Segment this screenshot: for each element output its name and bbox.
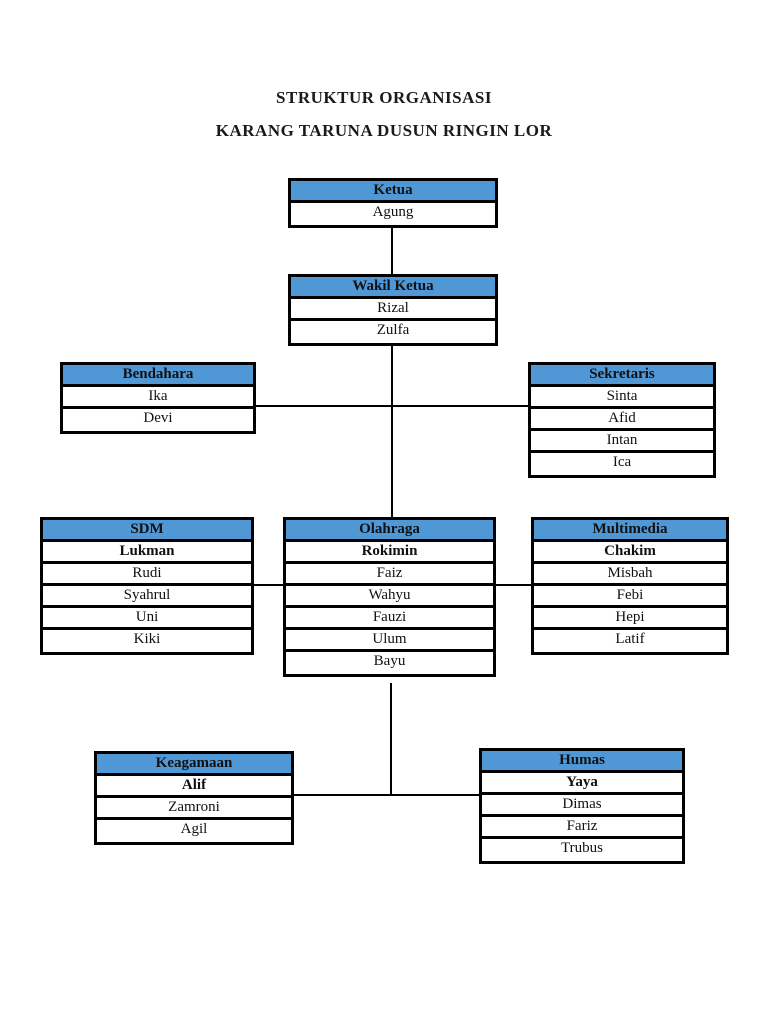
lead-member-row: Alif: [97, 776, 291, 798]
box-header-sdm: SDM: [43, 520, 251, 542]
member-row: Rizal: [291, 299, 495, 321]
member-row: Ulum: [286, 630, 493, 652]
member-row: Intan: [531, 431, 713, 453]
box-header-humas: Humas: [482, 751, 682, 773]
connector-bendahara-to-sekretaris: [256, 405, 528, 407]
box-header-wakil-ketua: Wakil Ketua: [291, 277, 495, 299]
member-row: Fauzi: [286, 608, 493, 630]
connector-keagamaan-to-humas: [294, 794, 479, 796]
org-box-sekretaris: Sekretaris Sinta Afid Intan Ica: [528, 362, 716, 478]
member-row: Agil: [97, 820, 291, 842]
lead-member-row: Rokimin: [286, 542, 493, 564]
box-header-keagamaan: Keagamaan: [97, 754, 291, 776]
member-row: Kiki: [43, 630, 251, 652]
org-box-multimedia: Multimedia Chakim Misbah Febi Hepi Latif: [531, 517, 729, 655]
member-row: Ica: [531, 453, 713, 475]
connector-wakil-to-olahraga: [391, 340, 393, 519]
member-row: Febi: [534, 586, 726, 608]
member-row: Trubus: [482, 839, 682, 861]
member-row: Misbah: [534, 564, 726, 586]
member-row: Syahrul: [43, 586, 251, 608]
member-row: Latif: [534, 630, 726, 652]
lead-member-row: Chakim: [534, 542, 726, 564]
member-row: Faiz: [286, 564, 493, 586]
member-row: Uni: [43, 608, 251, 630]
member-row: Zulfa: [291, 321, 495, 343]
connector-ketua-to-wakil: [391, 222, 393, 276]
org-box-sdm: SDM Lukman Rudi Syahrul Uni Kiki: [40, 517, 254, 655]
member-row: Agung: [291, 203, 495, 225]
box-header-ketua: Ketua: [291, 181, 495, 203]
lead-member-row: Yaya: [482, 773, 682, 795]
org-box-wakil-ketua: Wakil Ketua Rizal Zulfa: [288, 274, 498, 346]
org-box-bendahara: Bendahara Ika Devi: [60, 362, 256, 434]
member-row: Sinta: [531, 387, 713, 409]
org-box-humas: Humas Yaya Dimas Fariz Trubus: [479, 748, 685, 864]
org-box-keagamaan: Keagamaan Alif Zamroni Agil: [94, 751, 294, 845]
member-row: Dimas: [482, 795, 682, 817]
box-header-multimedia: Multimedia: [534, 520, 726, 542]
member-row: Devi: [63, 409, 253, 431]
member-row: Afid: [531, 409, 713, 431]
member-row: Wahyu: [286, 586, 493, 608]
box-header-bendahara: Bendahara: [63, 365, 253, 387]
page-title-line2: KARANG TARUNA DUSUN RINGIN LOR: [215, 121, 553, 140]
connector-olahraga-to-bottom-row: [390, 683, 392, 796]
org-box-ketua: Ketua Agung: [288, 178, 498, 228]
member-row: Zamroni: [97, 798, 291, 820]
box-header-olahraga: Olahraga: [286, 520, 493, 542]
member-row: Fariz: [482, 817, 682, 839]
page-title-line1: STRUKTUR ORGANISASI: [276, 88, 492, 107]
lead-member-row: Lukman: [43, 542, 251, 564]
member-row: Rudi: [43, 564, 251, 586]
member-row: Hepi: [534, 608, 726, 630]
member-row: Bayu: [286, 652, 493, 674]
org-box-olahraga: Olahraga Rokimin Faiz Wahyu Fauzi Ulum B…: [283, 517, 496, 677]
box-header-sekretaris: Sekretaris: [531, 365, 713, 387]
member-row: Ika: [63, 387, 253, 409]
